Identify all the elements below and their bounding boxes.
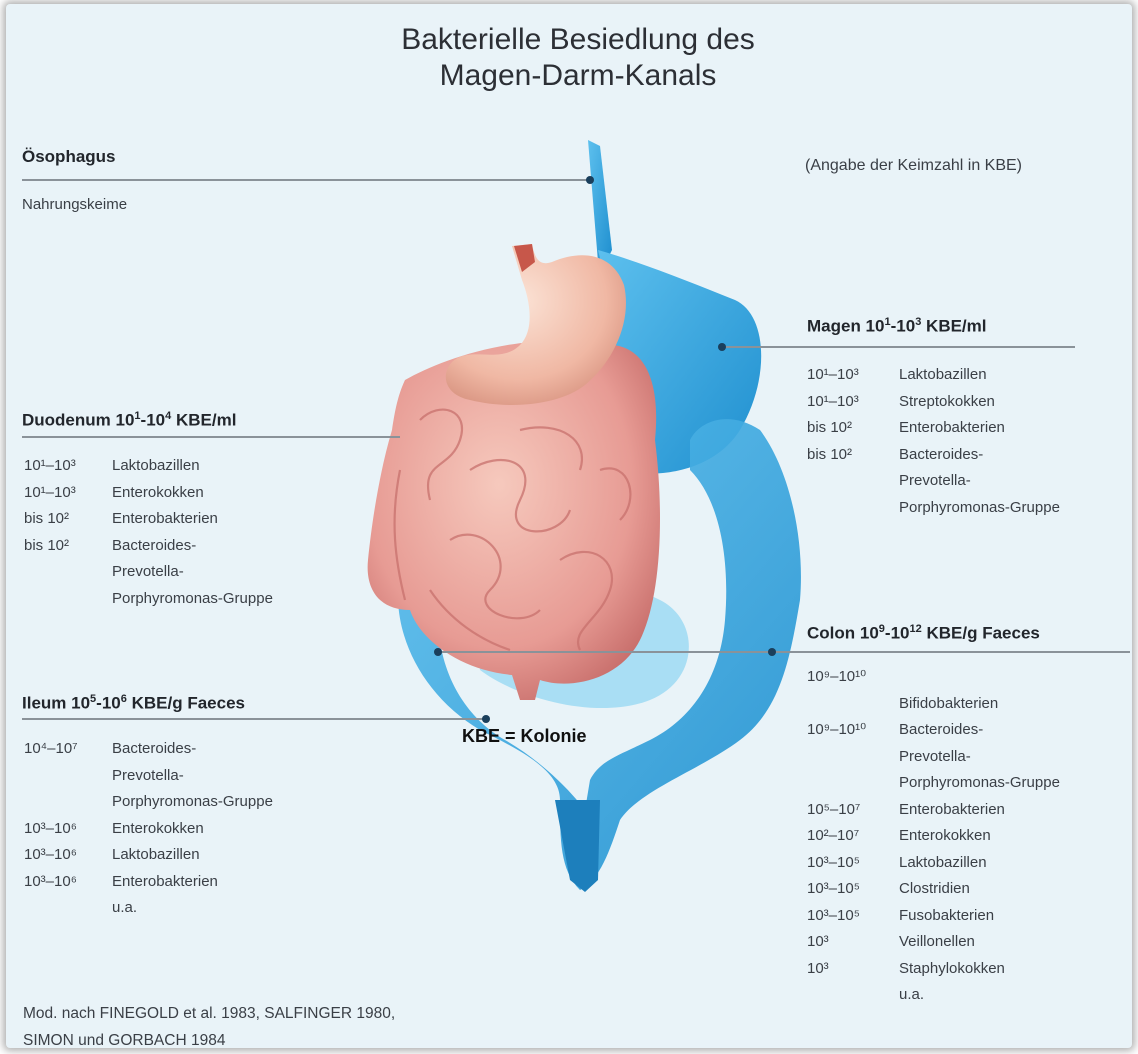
magen-row-name: Enterobakterien (899, 415, 1005, 442)
colon-row-name: Bifidobakterien (899, 691, 998, 718)
duodenum-row-range: bis 10² (24, 506, 112, 533)
colon-row-range: 10⁵–10⁷ (807, 797, 899, 824)
colon-row: 10³–10⁵Clostridien (807, 876, 1060, 903)
colon-row: 10³Staphylokokken u.a. (807, 956, 1060, 1009)
ileum-row: 10³–10⁶Enterokokken (24, 816, 273, 843)
footer-line-2: SIMON und GORBACH 1984 (23, 1027, 395, 1054)
ileum-row-range: 10³–10⁶ (24, 816, 112, 843)
source-footer: Mod. nach FINEGOLD et al. 1983, SALFINGE… (23, 1000, 395, 1054)
ileum-row: 10³–10⁶Enterobakterien u.a. (24, 869, 273, 922)
magen-row-range: 10¹–10³ (807, 362, 899, 389)
colon-row: 10³–10⁵Fusobakterien (807, 903, 1060, 930)
footer-line-1: Mod. nach FINEGOLD et al. 1983, SALFINGE… (23, 1000, 395, 1027)
colon-row-name: Enterokokken (899, 823, 991, 850)
ileum-row-range: 10³–10⁶ (24, 842, 112, 869)
colon-row: 10³Veillonellen (807, 929, 1060, 956)
ileum-row-name: Enterokokken (112, 816, 204, 843)
esophagus-shape (588, 140, 612, 262)
duodenum-row-name: Enterokokken (112, 480, 204, 507)
magen-row-range: 10¹–10³ (807, 389, 899, 416)
title-line-2: Magen-Darm-Kanals (300, 58, 856, 94)
kbe-label: KBE = Kolonie (462, 726, 587, 747)
colon-row: 10⁵–10⁷Enterobakterien (807, 797, 1060, 824)
unit-note: (Angabe der Keimzahl in KBE) (805, 157, 1022, 175)
colon-row-name: Veillonellen (899, 929, 975, 956)
colon-list: 10⁹–10¹⁰Bifidobakterien10⁹–10¹⁰Bacteroid… (807, 664, 1060, 1009)
oesophagus-subtitle: Nahrungskeime (22, 196, 127, 213)
ileum-row: 10⁴–10⁷Bacteroides- Prevotella- Porphyro… (24, 736, 273, 816)
colon-row-name: Enterobakterien (899, 797, 1005, 824)
magen-row-name: Laktobazillen (899, 362, 987, 389)
magen-row: 10¹–10³Streptokokken (807, 389, 1060, 416)
colon-row-name: Laktobazillen (899, 850, 987, 877)
colon-row-range: 10³ (807, 929, 899, 956)
duodenum-row-range: 10¹–10³ (24, 480, 112, 507)
magen-row-range: bis 10² (807, 442, 899, 522)
oesophagus-title: Ösophagus (22, 147, 116, 167)
ileum-list: 10⁴–10⁷Bacteroides- Prevotella- Porphyro… (24, 736, 273, 922)
duodenum-row-name: Enterobakterien (112, 506, 218, 533)
duodenum-row-range: bis 10² (24, 533, 112, 613)
ileum-row-name: Laktobazillen (112, 842, 200, 869)
duodenum-title: Duodenum 101-104 KBE/ml (22, 410, 236, 431)
magen-row-name: Bacteroides- Prevotella- Porphyromonas-G… (899, 442, 1060, 522)
magen-row: 10¹–10³Laktobazillen (807, 362, 1060, 389)
ileum-row-range: 10⁴–10⁷ (24, 736, 112, 816)
colon-row-range: 10³–10⁵ (807, 876, 899, 903)
duodenum-row-name: Bacteroides- Prevotella- Porphyromonas-G… (112, 533, 273, 613)
ileum-row-range: 10³–10⁶ (24, 869, 112, 922)
magen-list: 10¹–10³Laktobazillen10¹–10³Streptokokken… (807, 362, 1060, 521)
ileum-row-name: Bacteroides- Prevotella- Porphyromonas-G… (112, 736, 273, 816)
colon-row-range: 10²–10⁷ (807, 823, 899, 850)
duodenum-list: 10¹–10³Laktobazillen10¹–10³Enterokokkenb… (24, 453, 273, 612)
colon-row-range: 10³–10⁵ (807, 903, 899, 930)
colon-row-name: Clostridien (899, 876, 970, 903)
diagram-title: Bakterielle Besiedlung des Magen-Darm-Ka… (300, 22, 856, 94)
duodenum-row: 10¹–10³Laktobazillen (24, 453, 273, 480)
colon-row-range (807, 691, 899, 718)
colon-row-range: 10⁹–10¹⁰ (807, 664, 899, 691)
duodenum-row-name: Laktobazillen (112, 453, 200, 480)
colon-row-name: Staphylokokken u.a. (899, 956, 1005, 1009)
colon-row: Bifidobakterien (807, 691, 1060, 718)
duodenum-row: bis 10²Enterobakterien (24, 506, 273, 533)
ileum-row: 10³–10⁶Laktobazillen (24, 842, 273, 869)
colon-row: 10⁹–10¹⁰ (807, 664, 1060, 691)
colon-row: 10³–10⁵Laktobazillen (807, 850, 1060, 877)
magen-row-range: bis 10² (807, 415, 899, 442)
colon-row-name: Bacteroides- Prevotella- Porphyromonas-G… (899, 717, 1060, 797)
title-line-1: Bakterielle Besiedlung des (300, 22, 856, 58)
colon-row: 10²–10⁷Enterokokken (807, 823, 1060, 850)
duodenum-row-range: 10¹–10³ (24, 453, 112, 480)
colon-row-range: 10³ (807, 956, 899, 1009)
colon-title: Colon 109-1012 KBE/g Faeces (807, 623, 1040, 644)
colon-row-name: Fusobakterien (899, 903, 994, 930)
ileum-title: Ileum 105-106 KBE/g Faeces (22, 693, 245, 714)
colon-row-range: 10⁹–10¹⁰ (807, 717, 899, 797)
magen-title: Magen 101-103 KBE/ml (807, 316, 987, 337)
magen-row: bis 10²Enterobakterien (807, 415, 1060, 442)
colon-row-range: 10³–10⁵ (807, 850, 899, 877)
ileum-row-name: Enterobakterien u.a. (112, 869, 218, 922)
magen-row-name: Streptokokken (899, 389, 995, 416)
duodenum-row: bis 10²Bacteroides- Prevotella- Porphyro… (24, 533, 273, 613)
duodenum-row: 10¹–10³Enterokokken (24, 480, 273, 507)
magen-row: bis 10²Bacteroides- Prevotella- Porphyro… (807, 442, 1060, 522)
colon-row: 10⁹–10¹⁰Bacteroides- Prevotella- Porphyr… (807, 717, 1060, 797)
